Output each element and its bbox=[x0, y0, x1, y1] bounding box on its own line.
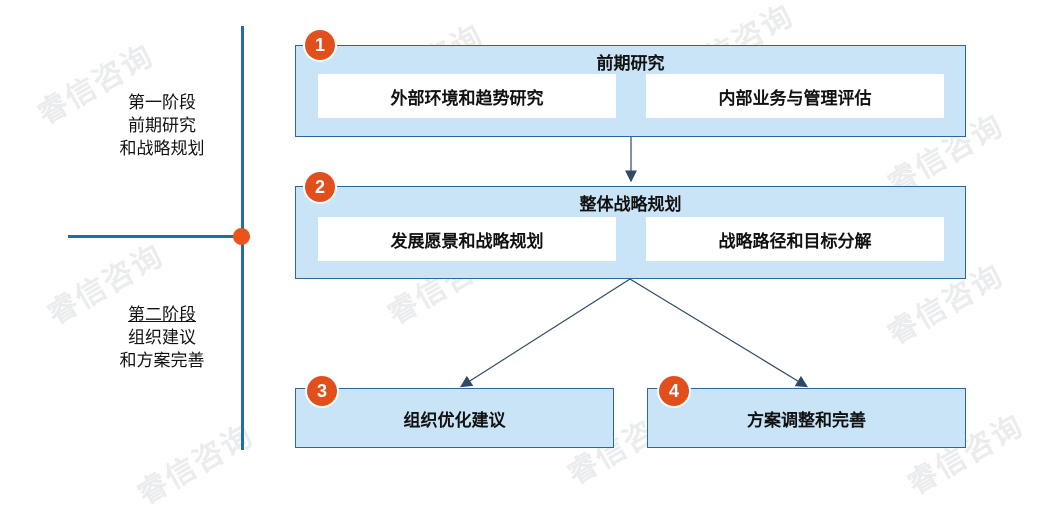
step-4-box: 方案调整和完善 bbox=[647, 388, 966, 448]
arrow-2-to-3 bbox=[459, 278, 631, 388]
timeline-divider-dot bbox=[233, 228, 250, 245]
phase-1-label: 第一阶段 前期研究 和战略规划 bbox=[119, 93, 205, 159]
step-2-box: 整体战略规划 发展愿景和战略规划 战略路径和目标分解 bbox=[295, 186, 966, 279]
step-2-item-path: 战略路径和目标分解 bbox=[646, 217, 944, 261]
step-1-badge: 1 bbox=[303, 28, 337, 62]
step-2-badge: 2 bbox=[303, 170, 337, 204]
timeline-divider-line bbox=[68, 235, 243, 238]
flow-arrows bbox=[459, 136, 809, 388]
step-3-box: 组织优化建议 bbox=[295, 388, 614, 448]
step-3-title: 组织优化建议 bbox=[403, 410, 506, 431]
step-4-title: 方案调整和完善 bbox=[747, 410, 866, 431]
step-1-item-external: 外部环境和趋势研究 bbox=[318, 74, 616, 118]
step-1-title: 前期研究 bbox=[596, 54, 665, 74]
step-1-item-internal: 内部业务与管理评估 bbox=[646, 74, 944, 118]
step-4-badge: 4 bbox=[657, 374, 691, 408]
step-2-item-vision: 发展愿景和战略规划 bbox=[318, 217, 616, 261]
phase-2-label: 第二阶段 组织建议 和方案完善 bbox=[119, 305, 205, 371]
step-1-box: 前期研究 外部环境和趋势研究 内部业务与管理评估 bbox=[295, 45, 966, 137]
step-2-title: 整体战略规划 bbox=[579, 195, 682, 215]
arrow-2-to-4 bbox=[629, 278, 809, 388]
step-3-badge: 3 bbox=[305, 374, 339, 408]
